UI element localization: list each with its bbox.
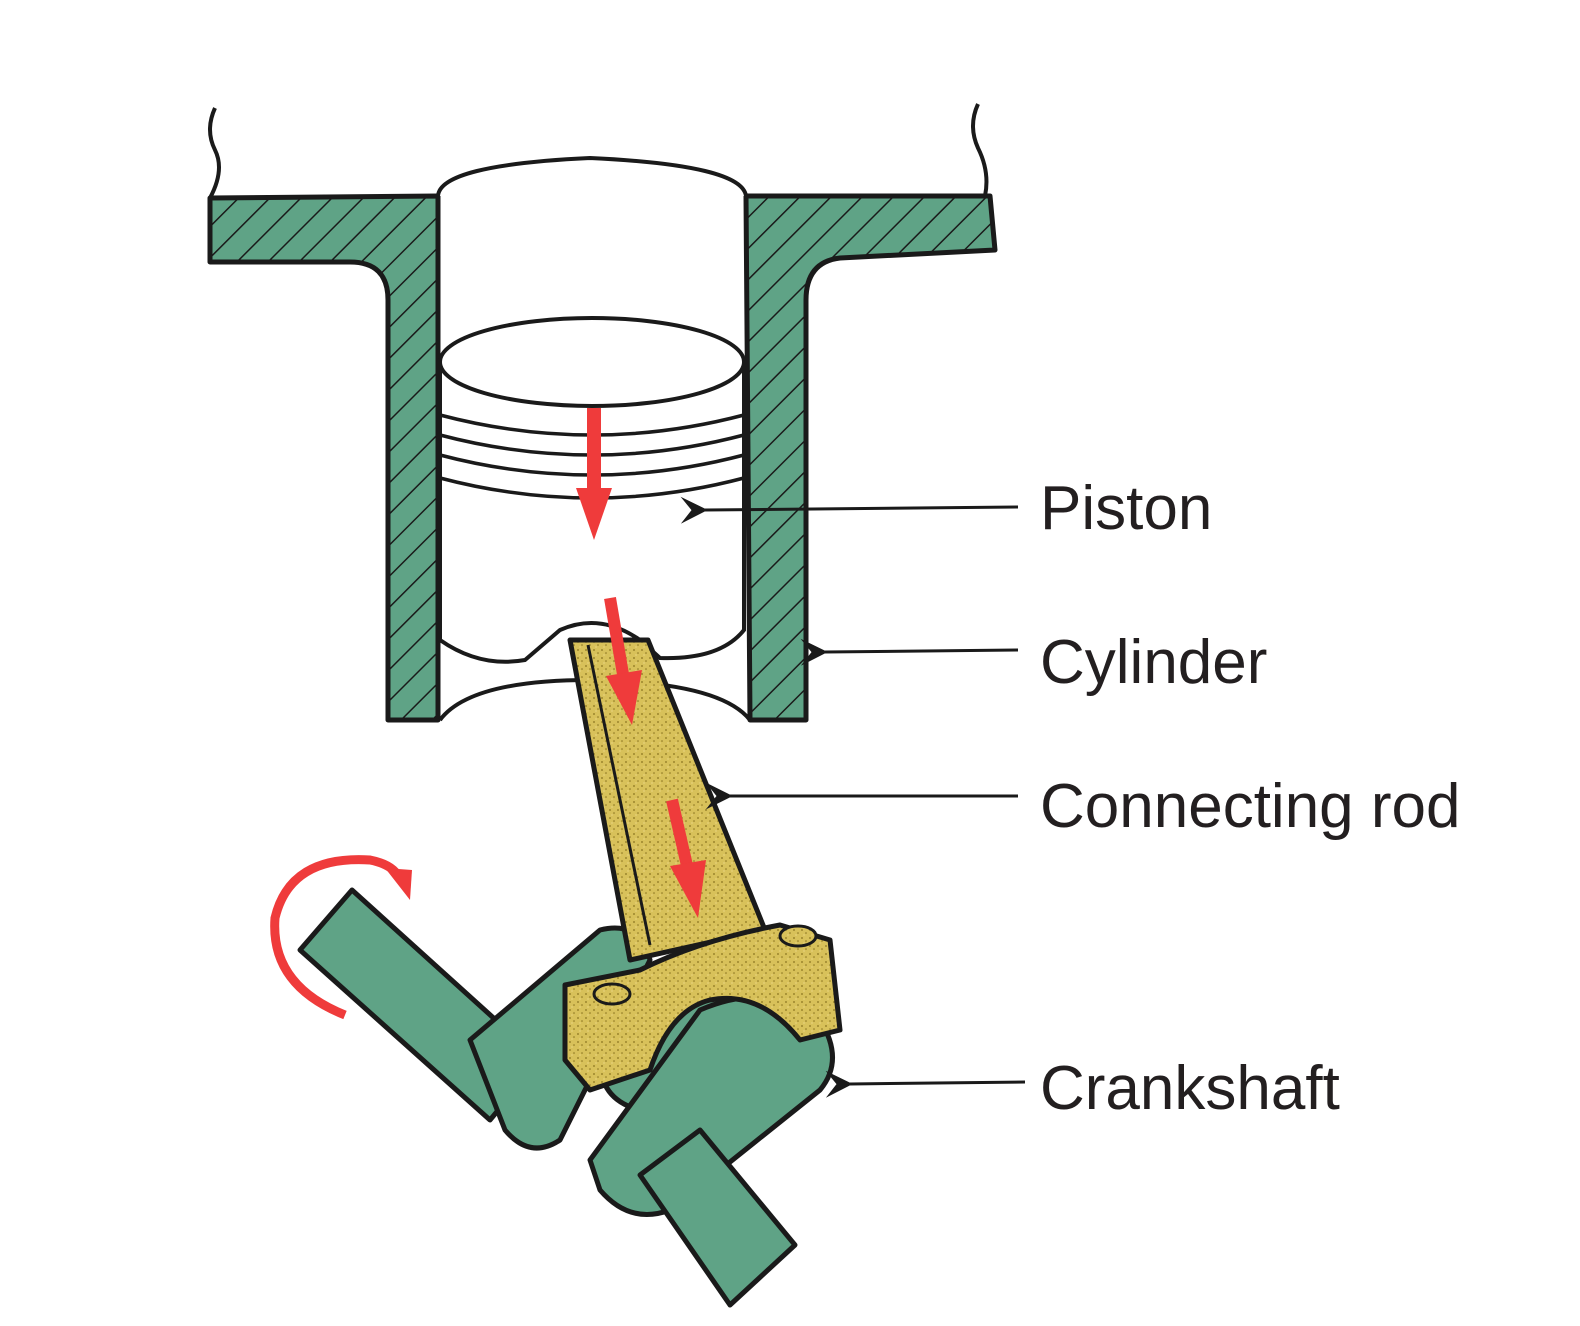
- rotation-arrow: [270, 855, 412, 1020]
- crankshaft-label: Crankshaft: [1040, 1054, 1340, 1123]
- leader-lines: [680, 496, 1026, 1098]
- crankshaft-leader: [825, 1070, 1026, 1098]
- cylinder-leader: [800, 638, 1019, 666]
- piston-leader: [680, 496, 1019, 524]
- rod-down-arrow-upper: [604, 596, 642, 725]
- piston-label: Piston: [1040, 474, 1213, 543]
- motion-arrows: [270, 408, 706, 1020]
- rod-down-arrow-lower: [666, 798, 706, 918]
- cylinder-block: [207, 103, 998, 723]
- piston-down-arrow: [576, 408, 612, 540]
- connecting-rod-label: Connecting rod: [1040, 772, 1461, 841]
- cylinder-label: Cylinder: [1040, 628, 1268, 697]
- connecting-rod: [562, 637, 843, 1093]
